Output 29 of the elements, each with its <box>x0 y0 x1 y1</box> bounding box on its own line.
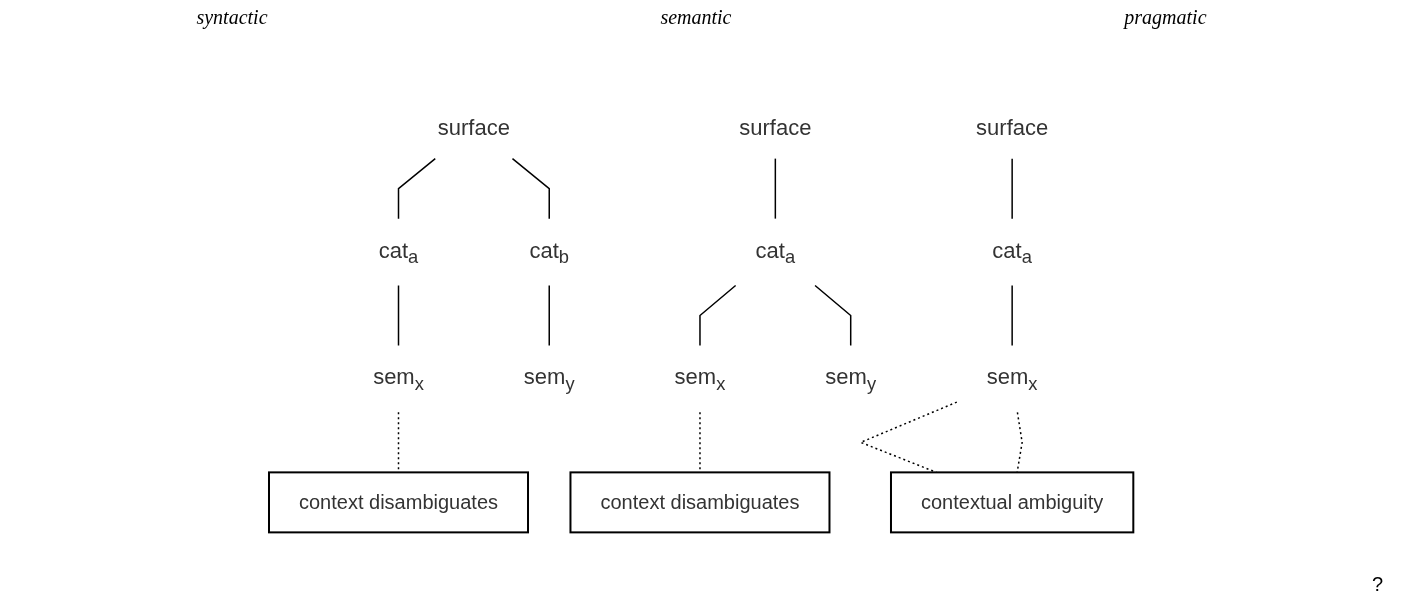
node-text: surface <box>739 114 812 140</box>
connector <box>398 284 400 347</box>
connector <box>548 284 551 347</box>
connector <box>774 157 777 220</box>
node-text: sem$_{x}$ <box>987 364 1038 394</box>
node-box: context disambiguates <box>268 471 530 534</box>
node-text: cat$_{a}$ <box>379 237 419 268</box>
node-text: cat$_{a}$ <box>992 237 1033 268</box>
panel-heading: pragmatic <box>1124 5 1207 29</box>
node-text: cat$_{a}$ <box>755 237 796 268</box>
connector <box>1011 157 1014 220</box>
node-text: sem$_{x}$ <box>674 364 726 394</box>
node-text: sem$_{x}$ <box>373 364 425 394</box>
question-mark-note: ? <box>1371 573 1383 595</box>
panel-heading: syntactic <box>196 5 268 29</box>
connector <box>512 157 551 220</box>
connector <box>398 157 437 220</box>
node-text: sem$_{y}$ <box>524 364 575 394</box>
node-text: sem$_{y}$ <box>825 364 877 394</box>
node-text: surface <box>976 114 1049 140</box>
node-box: contextual ambiguity <box>890 471 1135 534</box>
connector <box>814 284 852 347</box>
node-text: surface <box>438 114 511 140</box>
node-box: context disambiguates <box>569 471 831 534</box>
node-text: cat$_{b}$ <box>529 237 570 268</box>
connector <box>859 401 958 474</box>
connector <box>1011 284 1014 347</box>
panel-heading: semantic <box>660 5 732 29</box>
connector <box>699 284 737 347</box>
